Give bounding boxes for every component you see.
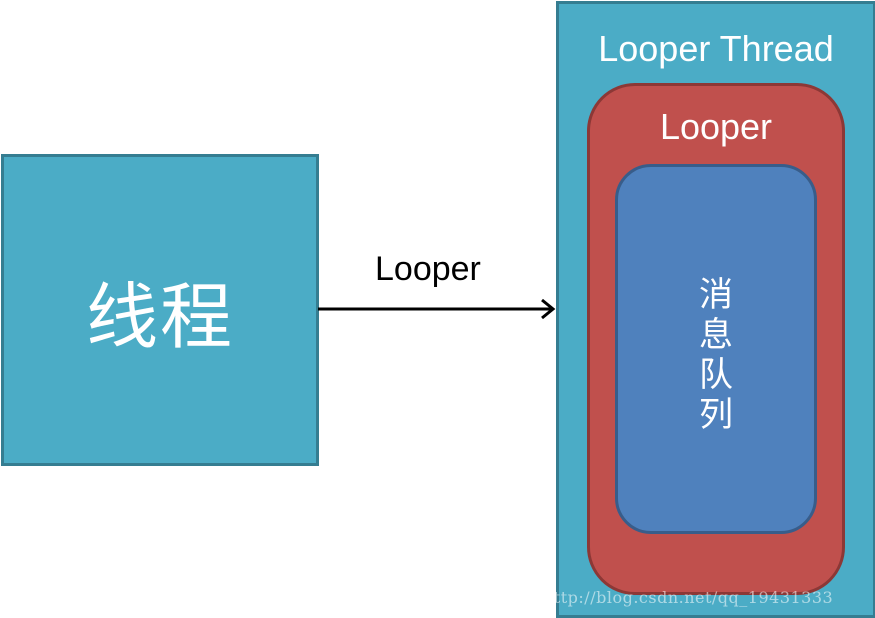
message-queue-node: 消 息 队 列 [615, 164, 817, 534]
thread-node: 线程 [1, 154, 319, 466]
looper-thread-label: Looper Thread [598, 28, 834, 69]
watermark-text: http://blog.csdn.net/qq_19431333 [543, 588, 834, 607]
message-queue-char: 消 [699, 275, 733, 315]
arrow-connector [318, 298, 556, 320]
message-queue-char: 队 [699, 355, 733, 395]
looper-label: Looper [659, 106, 773, 147]
message-queue-label: 消 息 队 列 [618, 275, 814, 435]
message-queue-char: 列 [699, 395, 733, 435]
edge-label: Looper [375, 250, 481, 288]
message-queue-char: 息 [699, 315, 733, 355]
thread-node-label: 线程 [85, 274, 234, 359]
arrow-head [541, 298, 556, 320]
